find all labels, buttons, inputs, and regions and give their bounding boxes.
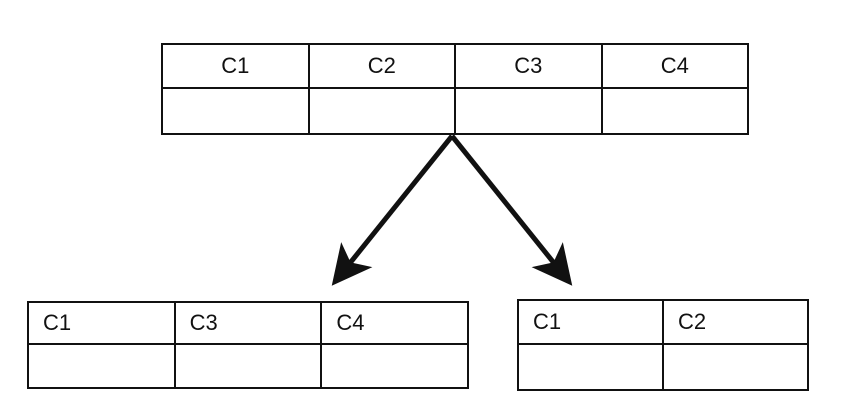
left-empty-cell: [320, 343, 469, 389]
target-table-left: C1 C3 C4: [27, 301, 469, 389]
source-column-c3: C3: [454, 43, 603, 89]
source-column-c1: C1: [161, 43, 310, 89]
left-table-empty-row: [27, 343, 469, 389]
right-table-empty-row: [517, 343, 809, 391]
right-table-header-row: C1 C2: [517, 299, 809, 345]
right-empty-cell: [517, 343, 664, 391]
arrow-to-right-table: [450, 134, 573, 286]
left-empty-cell: [27, 343, 176, 389]
source-table: C1 C2 C3 C4: [161, 43, 749, 135]
right-column-c2: C2: [662, 299, 809, 345]
left-empty-cell: [173, 343, 323, 389]
right-empty-cell: [662, 343, 809, 391]
source-empty-cell: [600, 87, 749, 135]
arrow-to-left-table: [331, 134, 454, 286]
right-column-c1: C1: [517, 299, 664, 345]
source-empty-cell: [161, 87, 310, 135]
source-table-empty-row: [161, 87, 749, 135]
left-column-c4: C4: [320, 301, 469, 345]
source-column-c2: C2: [307, 43, 456, 89]
source-column-c4: C4: [600, 43, 749, 89]
target-table-right: C1 C2: [517, 299, 809, 391]
source-table-header-row: C1 C2 C3 C4: [161, 43, 749, 89]
source-empty-cell: [307, 87, 456, 135]
left-table-header-row: C1 C3 C4: [27, 301, 469, 345]
source-empty-cell: [454, 87, 603, 135]
left-column-c1: C1: [27, 301, 176, 345]
left-column-c3: C3: [173, 301, 323, 345]
